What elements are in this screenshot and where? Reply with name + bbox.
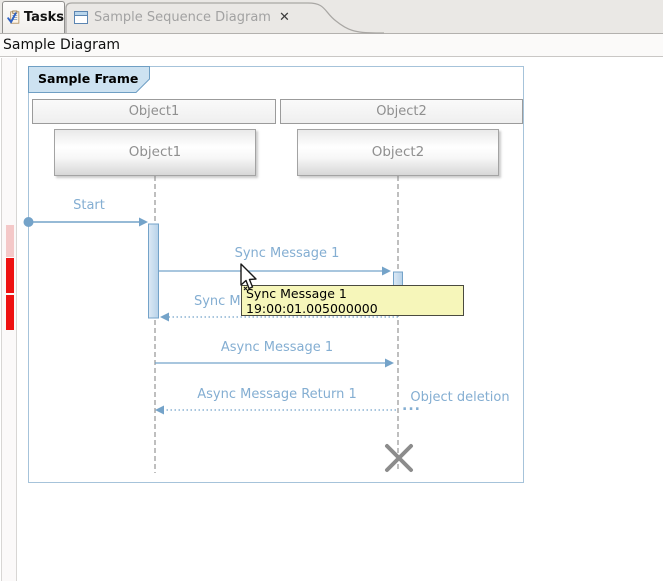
tab-sample-sequence-diagram[interactable]: Sample Sequence Diagram ✕ [64, 1, 364, 33]
error-marker[interactable] [6, 258, 14, 293]
lifeline-header-object2[interactable]: Object2 [280, 99, 523, 124]
error-marker[interactable] [6, 295, 14, 330]
tooltip-timestamp: 19:00:01.005000000 [246, 301, 378, 316]
tab-label[interactable]: Tasks [23, 10, 64, 25]
tasks-icon [7, 10, 20, 24]
tab-tasks[interactable]: Tasks [2, 1, 65, 33]
tab-label[interactable]: Sample Sequence Diagram [94, 9, 271, 25]
inactive-tab-outline [65, 2, 384, 34]
frame-label-shape [28, 66, 150, 93]
window-icon [74, 10, 88, 24]
lifeline-box-object1[interactable]: Object1 [54, 129, 256, 176]
view-tab-bar: Sample Sequence Diagram ✕ Tasks [0, 0, 663, 34]
message-label-async1[interactable]: Async Message 1 [220, 340, 334, 355]
lifeline-box-object2[interactable]: Object2 [297, 129, 499, 176]
overview-marker-ruler [1, 58, 17, 581]
tooltip: Sync Message 1 19:00:01.005000000 [241, 285, 464, 316]
message-label-deletion[interactable]: Object deletion [410, 390, 510, 405]
view-title: Sample Diagram [0, 34, 663, 57]
close-icon[interactable]: ✕ [278, 9, 290, 25]
deletion-ellipsis: ... [402, 398, 421, 414]
lifeline-header-object1[interactable]: Object1 [32, 99, 276, 124]
message-label-async-return[interactable]: Async Message Return 1 [197, 387, 357, 402]
time-range-marker[interactable] [6, 225, 14, 257]
tab-bar-bottom-edge [0, 33, 663, 34]
tooltip-title: Sync Message 1 [246, 286, 347, 301]
frame-label: Sample Frame [38, 71, 139, 86]
message-label-sync1[interactable]: Sync Message 1 [234, 246, 340, 261]
message-label-start[interactable]: Start [73, 198, 105, 213]
mouse-cursor-icon [240, 263, 257, 291]
